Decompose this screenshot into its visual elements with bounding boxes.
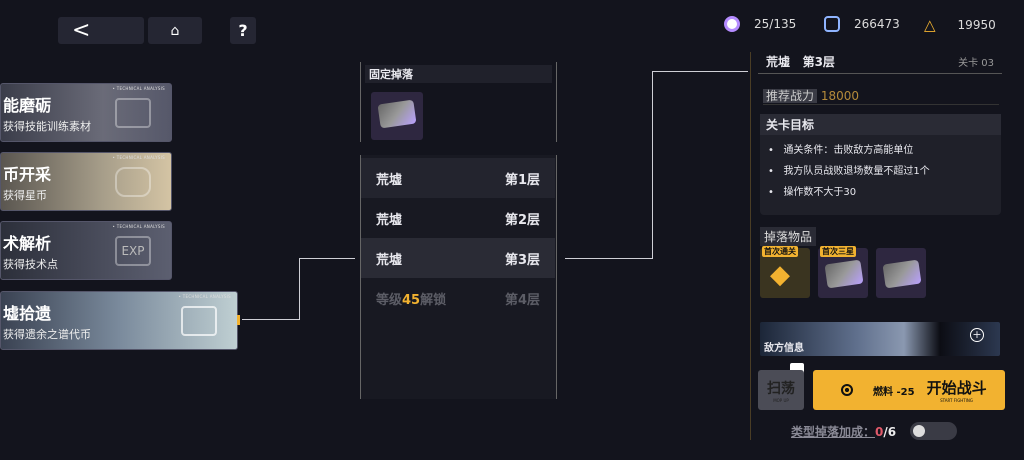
recommended-power: 推荐战力 18000 [763,87,999,105]
connector [652,71,748,72]
sweep-button[interactable]: 扫荡 MOP UP [758,370,804,410]
help-icon: ? [238,21,248,40]
selected-marker [237,315,240,325]
goal-item: • 我方队员战败退场数量不超过1个 [768,166,930,177]
goal-item: • 操作数不大于30 [768,187,857,198]
fixed-drop-panel: 固定掉落 [360,62,557,142]
chip-item-icon [824,259,864,289]
connector [299,258,355,259]
skill-material-icon [115,98,151,128]
stamina-icon [724,16,740,32]
drops-panel: 掉落物品 首次通关◆ 首次三星 [760,226,1001,308]
connector [299,258,300,320]
floor-row-1[interactable]: 荒墟第1层 [361,158,555,198]
chip-item-icon [882,259,922,289]
timeline-line [750,52,751,440]
drop-bonus-toggle[interactable] [910,422,957,440]
mode-card-relic-selected[interactable]: 墟拾遗获得遗余之谱代币• TECHNICAL ANALYSIS [0,291,238,350]
toggle-knob [913,425,925,437]
coin-hex-icon [115,167,151,197]
triangle-token-icon: △ [924,16,936,34]
star-coin-icon [824,16,840,32]
floor-row-3-selected[interactable]: 荒墟第3层 [361,238,555,278]
mode-card-coin[interactable]: 币开采获得星币• TECHNICAL ANALYSIS [0,152,172,211]
back-button[interactable]: < [58,17,144,44]
goal-item: • 通关条件：击败敌方高能单位 [768,145,914,156]
zoom-plus-icon: + [970,328,984,342]
help-button[interactable]: ? [230,17,256,44]
home-button[interactable]: ⌂ [148,17,202,44]
fuel-icon [841,384,853,396]
mode-card-skill[interactable]: 能磨砺获得技能训练素材• TECHNICAL ANALYSIS [0,83,172,142]
fixed-drop-item[interactable] [371,92,423,140]
stage-header: 荒墟 第3层 关卡 03 [758,50,1002,74]
enemy-info-button[interactable]: 敌方信息 + [760,322,1000,356]
gold-triangle-icon: ◆ [770,260,790,290]
resource-star-coin[interactable]: 266473 [824,16,900,32]
drop-item-first-three-star[interactable]: 首次三星 [818,246,868,298]
connector [652,71,653,259]
floor-row-4-locked[interactable]: 等级45解锁第4层 [376,292,540,308]
connector [242,319,300,320]
fixed-drop-title: 固定掉落 [365,65,552,83]
floor-row-2[interactable]: 荒墟第2层 [376,212,540,228]
chip-item-icon [377,99,417,129]
resource-token[interactable]: △19950 [924,16,996,34]
home-icon: ⌂ [170,22,180,39]
drop-item[interactable] [876,248,926,298]
drop-bonus: 类型掉落加成：0/6 [791,425,897,439]
goals-panel: 关卡目标 • 通关条件：击败敌方高能单位 • 我方队员战败退场数量不超过1个 •… [760,114,1001,215]
exp-icon: EXP [115,236,151,266]
drop-item-first-clear[interactable]: 首次通关◆ [760,246,810,298]
drops-title: 掉落物品 [760,227,817,246]
resource-stamina[interactable]: 25/135 [724,16,796,32]
connector [565,258,653,259]
goals-title: 关卡目标 [760,114,1001,135]
relic-token-icon [181,306,217,336]
